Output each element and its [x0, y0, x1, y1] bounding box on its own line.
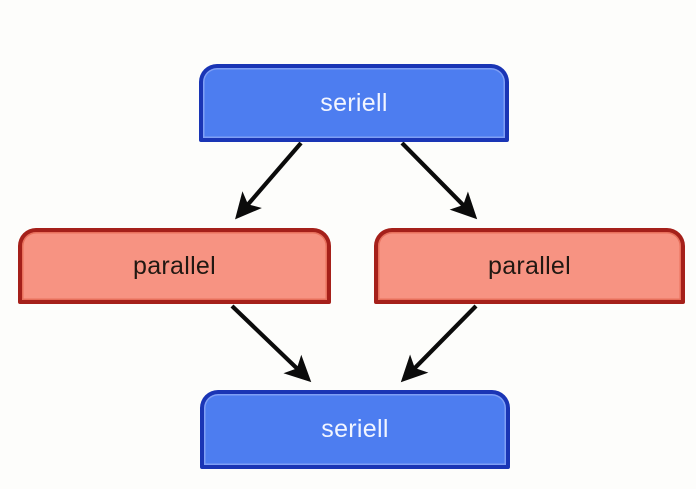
node-label: seriell	[321, 415, 389, 443]
node-label: parallel	[487, 251, 571, 280]
node-label: parallel	[132, 251, 216, 280]
node-seriell-top[interactable]: seriell	[199, 64, 509, 142]
edge-top-to-left	[235, 141, 303, 220]
node-label: seriell	[320, 88, 388, 117]
node-parallel-right[interactable]: parallel	[374, 228, 685, 304]
edge-right-to-bottom	[400, 304, 478, 383]
edge-top-to-right	[400, 141, 478, 220]
edge-left-to-bottom	[230, 304, 312, 383]
node-seriell-bottom[interactable]: seriell	[200, 390, 510, 469]
node-parallel-left[interactable]: parallel	[18, 228, 331, 304]
